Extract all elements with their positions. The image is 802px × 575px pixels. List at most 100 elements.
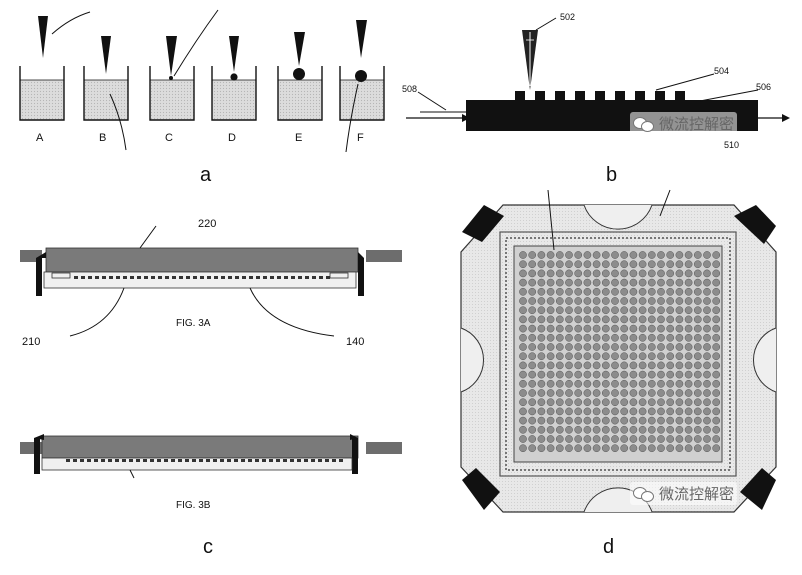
callout-220: 220 (198, 218, 217, 230)
well (657, 416, 665, 425)
well (583, 425, 592, 434)
well (712, 444, 721, 453)
well (528, 370, 537, 379)
well (684, 444, 693, 453)
well (601, 343, 610, 351)
well (546, 251, 555, 259)
well (684, 398, 693, 407)
well (657, 324, 665, 333)
well (574, 389, 583, 397)
well (592, 370, 601, 379)
well (620, 398, 629, 407)
well (647, 278, 656, 287)
callout-140: 140 (346, 336, 365, 348)
well (693, 444, 702, 453)
well (519, 315, 527, 324)
well (647, 343, 656, 351)
well (528, 297, 537, 305)
well (574, 444, 583, 453)
microwell (101, 459, 105, 462)
well (537, 260, 546, 269)
well (684, 287, 693, 296)
well (583, 370, 592, 379)
well (528, 416, 537, 425)
well (537, 306, 546, 315)
microwell (269, 459, 273, 462)
well (546, 425, 555, 434)
well (638, 315, 647, 324)
well (565, 352, 573, 361)
well (712, 287, 721, 296)
well (546, 398, 555, 407)
well (583, 444, 592, 453)
microwell (207, 276, 211, 279)
well (519, 352, 527, 361)
wechat-icon (633, 116, 655, 132)
well (657, 444, 665, 453)
well (574, 269, 583, 278)
well (519, 269, 527, 278)
well (537, 315, 546, 324)
well (703, 425, 711, 434)
well (565, 435, 573, 443)
well (712, 306, 721, 315)
microwell (88, 276, 92, 279)
well (601, 398, 610, 407)
well (592, 444, 601, 453)
microwell (235, 276, 239, 279)
well (574, 324, 583, 333)
well (693, 278, 702, 287)
well (528, 425, 537, 434)
well (647, 287, 656, 296)
well (693, 287, 702, 296)
microwell (137, 276, 141, 279)
well (620, 343, 629, 351)
well (675, 352, 684, 361)
well (592, 297, 601, 305)
well (629, 287, 638, 296)
well (703, 251, 711, 259)
well (583, 260, 592, 269)
well (611, 287, 619, 296)
well (583, 324, 592, 333)
well (592, 435, 601, 443)
well (703, 306, 711, 315)
well (638, 287, 647, 296)
well (601, 435, 610, 443)
well (519, 407, 527, 416)
well (675, 370, 684, 379)
well (555, 297, 564, 305)
microwell (192, 459, 196, 462)
well (675, 425, 684, 434)
well (684, 278, 693, 287)
well (574, 361, 583, 370)
well (666, 352, 675, 361)
well (583, 398, 592, 407)
well (546, 444, 555, 453)
well (592, 287, 601, 296)
microwell (179, 276, 183, 279)
well (620, 306, 629, 315)
well (611, 352, 619, 361)
well (684, 361, 693, 370)
well (528, 333, 537, 342)
well (565, 343, 573, 351)
well (620, 324, 629, 333)
callout-510: 510 (724, 140, 740, 150)
well (703, 297, 711, 305)
well (519, 435, 527, 443)
well (528, 435, 537, 443)
well (693, 297, 702, 305)
microwell (311, 459, 315, 462)
well (666, 324, 675, 333)
microwell (73, 459, 77, 462)
well (583, 333, 592, 342)
well (546, 333, 555, 342)
microwell (214, 276, 218, 279)
well (657, 379, 665, 388)
well (528, 287, 537, 296)
well (601, 269, 610, 278)
well (555, 306, 564, 315)
well (629, 278, 638, 287)
microwell (298, 276, 302, 279)
